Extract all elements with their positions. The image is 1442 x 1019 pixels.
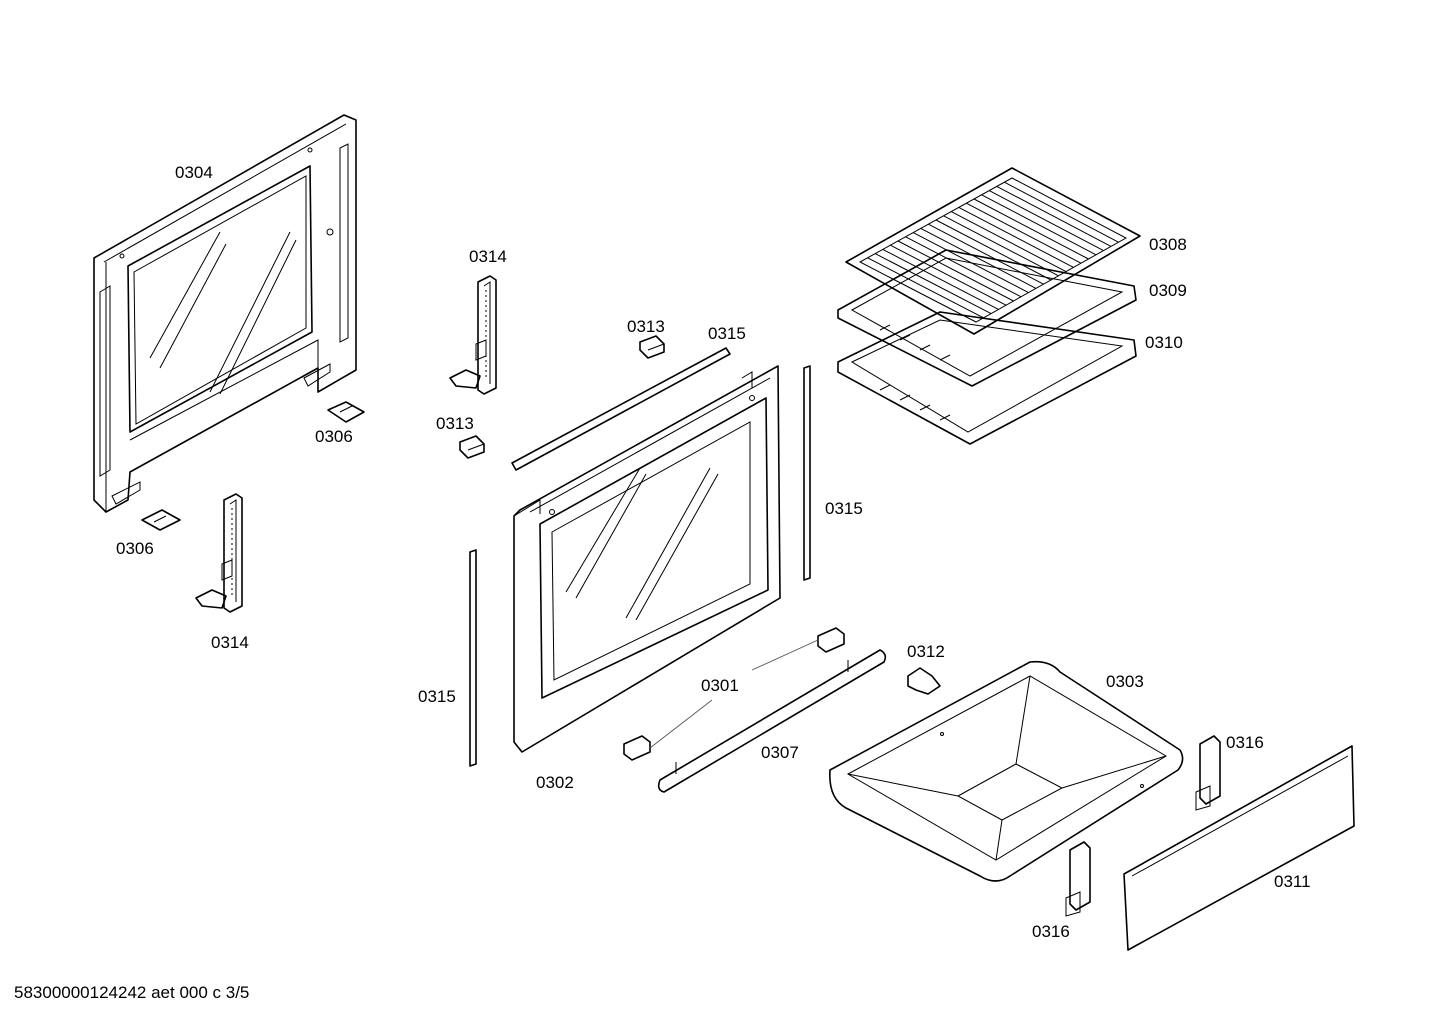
part-0315-seal-right — [803, 365, 811, 581]
label-0313: 0313 — [436, 414, 474, 433]
label-0308: 0308 — [1149, 235, 1187, 254]
part-0315-seal-top — [511, 347, 731, 471]
label-0306: 0306 — [116, 539, 154, 558]
label-0314: 0314 — [211, 633, 249, 652]
label-0314: 0314 — [469, 247, 507, 266]
label-0311: 0311 — [1274, 872, 1311, 891]
part-0310-deep-tray — [837, 311, 1137, 445]
label-0309: 0309 — [1149, 281, 1187, 300]
part-0302-outer-door-panel — [513, 365, 781, 753]
leader-0301 — [649, 639, 819, 749]
part-0306-hinge-plate-a — [327, 401, 365, 423]
part-0311-drawer-front — [1123, 745, 1355, 951]
part-0313-clip-b — [459, 435, 485, 459]
label-0316: 0316 — [1032, 922, 1070, 941]
part-0314-hinge-a — [449, 275, 497, 395]
label-0312: 0312 — [907, 642, 945, 661]
part-0303-drawer-pan — [829, 660, 1184, 882]
document-reference: 58300000124242 aet 000 c 3/5 — [14, 983, 250, 1002]
part-0312-bracket — [907, 667, 941, 695]
label-0315: 0315 — [418, 687, 456, 706]
label-0310: 0310 — [1145, 333, 1183, 352]
part-0304-inner-door-frame — [93, 114, 357, 513]
part-0314-hinge-b — [195, 493, 243, 613]
part-0316-runner-a — [1195, 735, 1221, 811]
label-0316: 0316 — [1226, 733, 1264, 752]
label-0304: 0304 — [175, 163, 213, 182]
part-0315-seal-left — [469, 549, 477, 767]
part-0301-handle-bracket-left — [623, 735, 651, 761]
label-0302: 0302 — [536, 773, 574, 792]
label-0315: 0315 — [708, 324, 746, 343]
label-0301: 0301 — [701, 676, 739, 695]
label-0307: 0307 — [761, 743, 799, 762]
part-0308-wire-rack — [845, 167, 1141, 335]
label-0315: 0315 — [825, 499, 863, 518]
label-0306: 0306 — [315, 427, 353, 446]
part-0301-handle-bracket-right — [817, 627, 845, 653]
part-0307-door-handle — [657, 649, 887, 793]
part-0306-hinge-plate-b — [141, 509, 181, 531]
part-0316-runner-b — [1065, 841, 1091, 917]
part-0313-clip-a — [639, 335, 665, 359]
label-0303: 0303 — [1106, 672, 1144, 691]
label-0313: 0313 — [627, 317, 665, 336]
part-0309-baking-tray — [837, 249, 1137, 387]
